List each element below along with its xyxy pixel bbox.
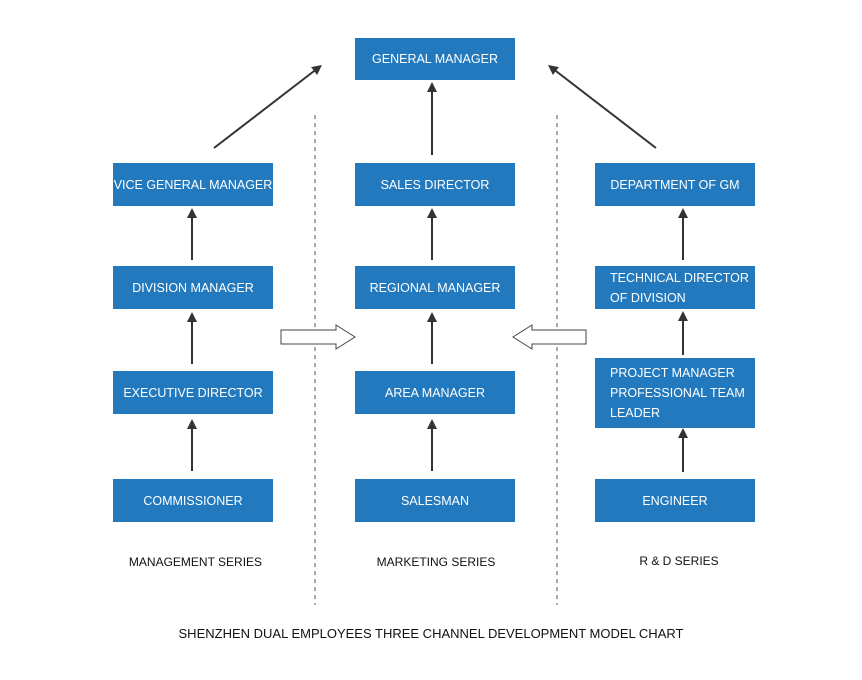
node-vice-general-manager: VICE GENERAL MANAGER <box>113 163 273 206</box>
hollow-arrow-right <box>280 324 356 350</box>
node-technical-director: TECHNICAL DIRECTOR OF DIVISION <box>595 266 755 309</box>
node-general-manager: GENERAL MANAGER <box>355 38 515 80</box>
node-executive-director: EXECUTIVE DIRECTOR <box>113 371 273 414</box>
node-division-manager: DIVISION MANAGER <box>113 266 273 309</box>
hollow-arrow-left <box>512 324 587 350</box>
series-label-management: MANAGEMENT SERIES <box>128 555 263 569</box>
arrow-department-to-general <box>548 64 657 149</box>
series-label-rd: R & D SERIES <box>639 554 719 568</box>
node-area-manager: AREA MANAGER <box>355 371 515 414</box>
node-commissioner: COMMISSIONER <box>113 479 273 522</box>
node-department-of-gm: DEPARTMENT OF GM <box>595 163 755 206</box>
series-label-marketing: MARKETING SERIES <box>376 555 496 569</box>
node-engineer: ENGINEER <box>595 479 755 522</box>
chart-caption: SHENZHEN DUAL EMPLOYEES THREE CHANNEL DE… <box>178 626 684 641</box>
node-project-manager: PROJECT MANAGER PROFESSIONAL TEAM LEADER <box>595 358 755 428</box>
node-salesman: SALESMAN <box>355 479 515 522</box>
arrow-vice-to-general <box>213 64 322 149</box>
node-regional-manager: REGIONAL MANAGER <box>355 266 515 309</box>
node-sales-director: SALES DIRECTOR <box>355 163 515 206</box>
